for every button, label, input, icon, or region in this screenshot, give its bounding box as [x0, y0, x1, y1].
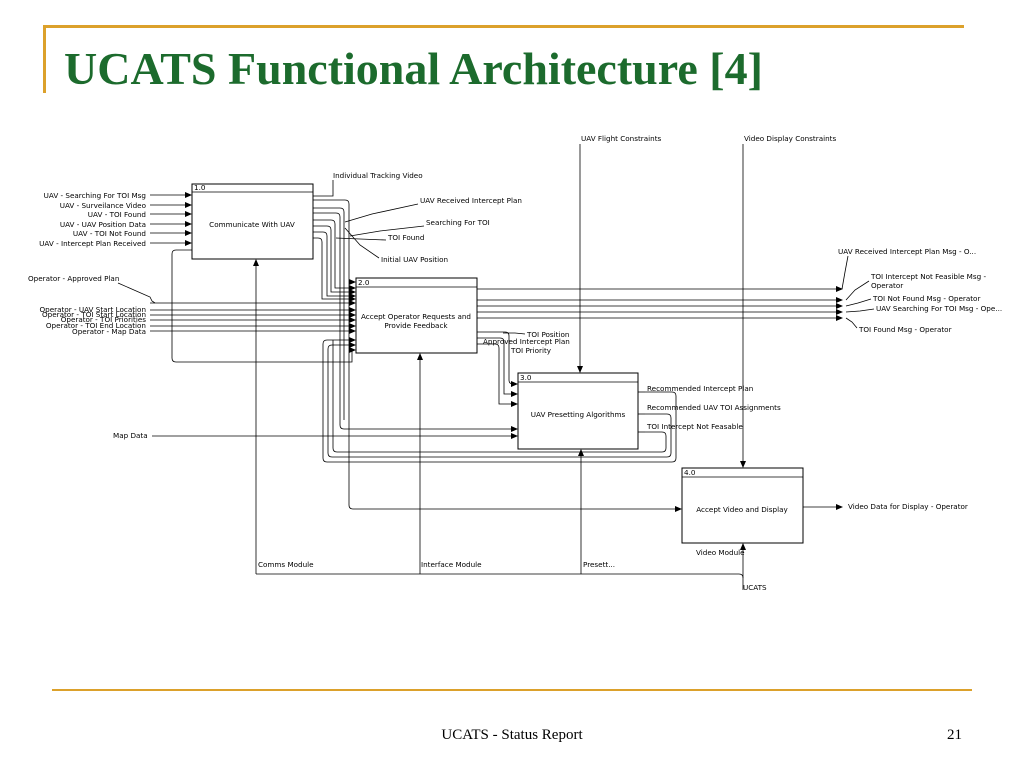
operator-input-label: Operator - TOI Start Location	[42, 310, 146, 319]
output-label: UAV Searching For TOI Msg - Ope...	[876, 304, 1002, 313]
flow-label: TOI Intercept Not Feasable	[646, 422, 743, 431]
frame-left-rule	[43, 25, 46, 93]
flow-label: Individual Tracking Video	[333, 171, 423, 180]
mechanism-label: Video Module	[696, 548, 745, 557]
operator-input-label: Operator - Map Data	[72, 327, 146, 336]
mechanism-label: Interface Module	[421, 560, 482, 569]
node-1-label: Communicate With UAV	[209, 220, 295, 229]
slide-title: UCATS Functional Architecture [4]	[64, 43, 763, 94]
control-label: UAV Flight Constraints	[581, 134, 662, 143]
uav-input-label: UAV - UAV Position Data	[60, 220, 146, 229]
flow-label: Initial UAV Position	[381, 255, 448, 264]
mechanisms: Comms Module Interface Module Presett...…	[253, 259, 767, 592]
video-to-box4	[348, 282, 682, 512]
node-1: 1.0 Communicate With UAV	[191, 183, 314, 260]
node-4: 4.0 Accept Video and Display	[681, 467, 804, 544]
node-4-id: 4.0	[684, 468, 696, 477]
flow-label: UAV Received Intercept Plan	[420, 196, 522, 205]
flow-label: TOI Position	[526, 330, 569, 339]
operator-input-label: Operator - Approved Plan	[28, 274, 119, 283]
output-label: TOI Found Msg - Operator	[858, 325, 952, 334]
uav-input-label: UAV - Intercept Plan Received	[39, 239, 146, 248]
frame-bottom-rule	[52, 689, 972, 691]
operator-input-label: Operator - TOI End Location	[46, 321, 146, 330]
box2-outputs: UAV Received Intercept Plan Msg - O... T…	[477, 247, 1002, 334]
mechanism-label: UCATS	[743, 583, 767, 592]
box3-outputs: Recommended Intercept Plan Recommended U…	[322, 337, 781, 463]
flow-label: Approved Intercept Plan	[483, 337, 570, 346]
flow-label: TOI Priority	[510, 346, 552, 355]
output-label: Operator	[871, 281, 903, 290]
operator-input-label: Operator - UAV Start Location	[40, 305, 147, 314]
mechanism-label: Comms Module	[258, 560, 314, 569]
flow-label: TOI Found	[387, 233, 424, 242]
node-2-label-line2: Provide Feedback	[384, 321, 448, 330]
footer-text: UCATS - Status Report	[441, 727, 583, 743]
control-label: Video Display Constraints	[744, 134, 836, 143]
operator-input-label: Operator - TOI Priorities	[61, 315, 147, 324]
operator-inputs: Operator - Approved Plan Operator - UAV …	[28, 274, 356, 336]
flow-label: Recommended UAV TOI Assignments	[647, 403, 781, 412]
uav-input-label: UAV - TOI Found	[88, 210, 146, 219]
node-3-label: UAV Presetting Algorithms	[531, 410, 626, 419]
output-label: TOI Intercept Not Feasible Msg -	[870, 272, 986, 281]
output-label: TOI Not Found Msg - Operator	[872, 294, 980, 303]
map-data-label: Map Data	[113, 431, 148, 440]
node-2-id: 2.0	[358, 278, 370, 287]
frame-top-rule	[43, 25, 964, 28]
page-number: 21	[947, 727, 962, 743]
flow-label: Recommended Intercept Plan	[647, 384, 753, 393]
node-1-id: 1.0	[194, 183, 206, 192]
uav-input-label: UAV - Surveilance Video	[60, 201, 146, 210]
node-2-label-line1: Accept Operator Requests and	[361, 312, 471, 321]
output-label: UAV Received Intercept Plan Msg - O...	[838, 247, 976, 256]
uav-inputs: UAV - Searching For TOI Msg UAV - Survei…	[39, 191, 192, 248]
flow-label: Searching For TOI	[426, 218, 490, 227]
controls: UAV Flight Constraints Video Display Con…	[577, 134, 836, 468]
uav-input-label: UAV - Searching For TOI Msg	[44, 191, 146, 200]
node-2: 2.0 Accept Operator Requests and Provide…	[355, 277, 478, 354]
mechanism-label: Presett...	[583, 560, 615, 569]
uav-input-label: UAV - TOI Not Found	[73, 229, 146, 238]
box1-outputs: Individual Tracking Video UAV Received I…	[313, 171, 522, 432]
node-3-id: 3.0	[520, 373, 532, 382]
node-3: 3.0 UAV Presetting Algorithms	[517, 372, 639, 450]
box2-to-box3: TOI Position Approved Intercept Plan TOI…	[477, 330, 570, 407]
output-label: Video Data for Display - Operator	[848, 502, 968, 511]
node-4-label: Accept Video and Display	[696, 505, 788, 514]
feedback-loop-1	[171, 249, 356, 363]
